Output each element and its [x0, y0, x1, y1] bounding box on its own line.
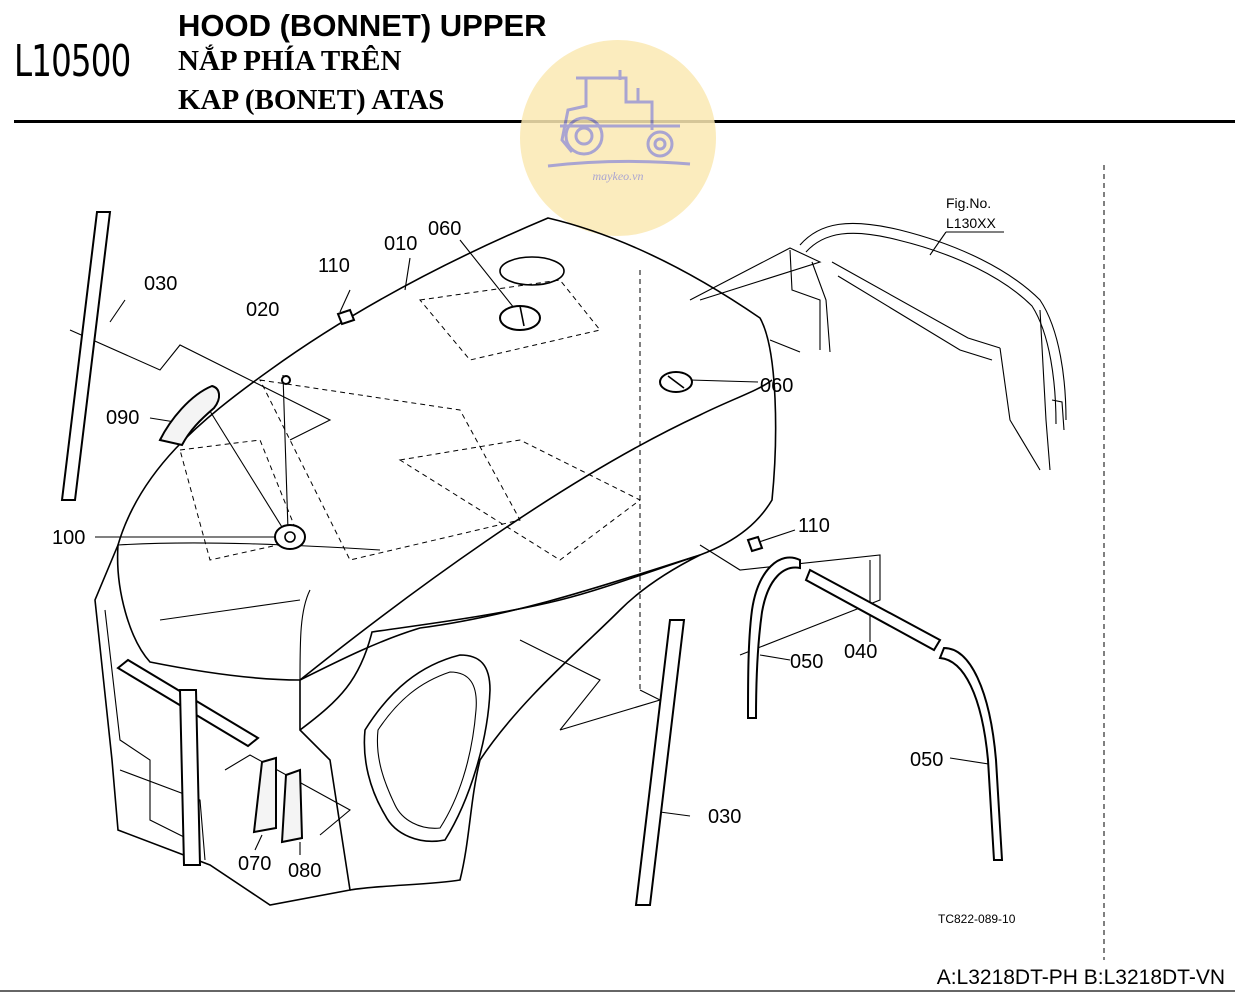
callout-010: 010: [384, 233, 417, 255]
title-vietnamese: NẮP PHÍA TRÊN: [178, 45, 402, 77]
hood-body: [94, 217, 777, 906]
callout-050-left: 050: [790, 651, 823, 673]
callout-100: 100: [52, 527, 85, 549]
callout-020: 020: [246, 299, 279, 321]
callout-050-right: 050: [910, 749, 943, 771]
callout-110-right: 110: [798, 515, 830, 537]
callout-060-right: 060: [760, 375, 793, 397]
part-110-clip-right: [746, 535, 764, 553]
callout-070: 070: [238, 853, 271, 875]
callout-090: 090: [106, 407, 139, 429]
part-040-seal: [804, 568, 942, 652]
part-030-strip-left: [60, 211, 112, 501]
footer-rule: [0, 990, 1235, 992]
front-support: [178, 689, 202, 866]
page-code: L10500: [14, 36, 131, 87]
callout-030-top: 030: [144, 273, 177, 295]
callout-040: 040: [844, 641, 877, 663]
part-030-strip-right: [634, 619, 686, 906]
callout-060-top: 060: [428, 218, 461, 240]
watermark-text: maykeo.vn: [593, 169, 644, 183]
part-080-block: [280, 768, 304, 844]
callout-030-bottom: 030: [708, 806, 741, 828]
figure-ref-code: L130XX: [946, 215, 996, 231]
part-050-seal-left: [746, 556, 801, 719]
part-110-clip-top: [336, 308, 356, 326]
title-english: HOOD (BONNET) UPPER: [178, 8, 547, 43]
drawing-number: TC822-089-10: [938, 912, 1016, 926]
watermark-logo: maykeo.vn: [520, 40, 716, 236]
part-020-clip: [281, 375, 291, 385]
leader-lines: [69, 239, 996, 855]
part-090-trim: [158, 384, 220, 447]
tractor-icon: maykeo.vn: [547, 70, 691, 183]
rops-frame: [769, 222, 1067, 471]
figure-ref-label: Fig.No.: [946, 195, 991, 211]
callout-110-top: 110: [318, 255, 350, 277]
hood-opening: [499, 256, 565, 286]
part-100-grommet: [274, 524, 306, 550]
model-footer: A:L3218DT-PH B:L3218DT-VN: [936, 966, 1225, 989]
callout-080: 080: [288, 860, 321, 882]
part-070-block: [252, 756, 277, 834]
part-050-seal-right: [938, 646, 1004, 861]
title-indonesian: KAP (BONET) ATAS: [178, 84, 445, 116]
